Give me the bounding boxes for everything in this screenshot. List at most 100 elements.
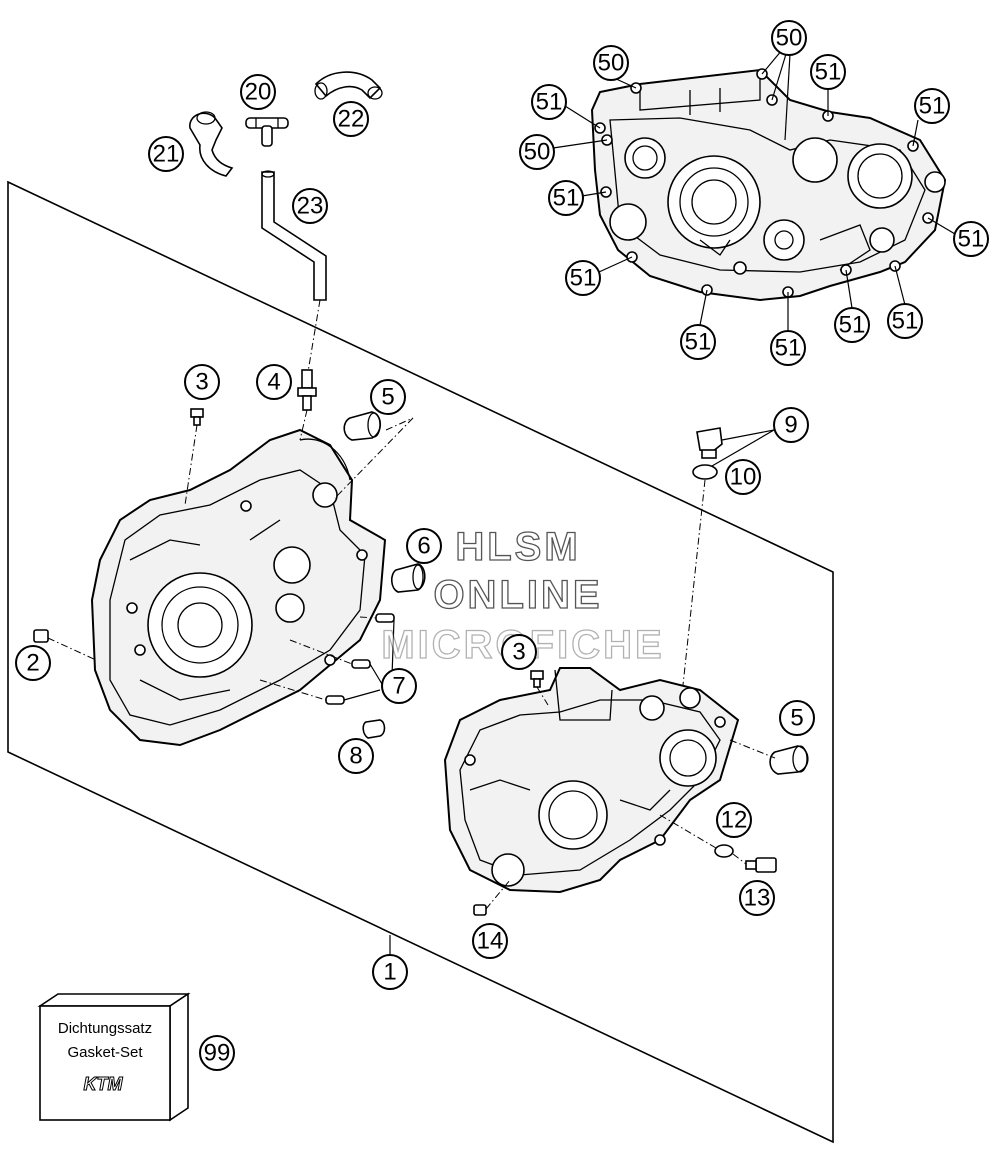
leader-7a bbox=[391, 619, 395, 677]
lead-line-4 bbox=[299, 409, 308, 441]
callout-51-b: 51 bbox=[810, 54, 846, 90]
watermark-line2: ONLINE bbox=[433, 573, 602, 617]
plug-9 bbox=[696, 427, 723, 459]
callout-51-g: 51 bbox=[834, 307, 870, 343]
o-ring-10 bbox=[692, 464, 718, 480]
svg-text:5: 5 bbox=[790, 705, 803, 732]
svg-text:51: 51 bbox=[839, 312, 866, 339]
callout-6: 6 bbox=[406, 528, 442, 564]
watermark-line1: HLSM bbox=[455, 525, 580, 569]
bushing-8 bbox=[362, 719, 386, 739]
svg-text:51: 51 bbox=[775, 335, 802, 362]
lead-line-5-left bbox=[385, 417, 414, 431]
svg-text:6: 6 bbox=[417, 533, 430, 560]
bolt-leaders bbox=[552, 49, 956, 330]
drain-plug-13 bbox=[745, 857, 777, 873]
callout-50-a: 50 bbox=[593, 45, 629, 81]
callout-51-a: 51 bbox=[531, 84, 567, 120]
lead-line-2 bbox=[47, 637, 97, 661]
svg-text:23: 23 bbox=[297, 193, 324, 220]
assembly-frame bbox=[7, 180, 834, 1144]
t-fitting-20 bbox=[245, 117, 289, 147]
lead-line-14 bbox=[485, 879, 511, 910]
callout-5-right: 5 bbox=[779, 700, 815, 736]
callout-22: 22 bbox=[333, 101, 369, 137]
callout-51-d: 51 bbox=[548, 180, 584, 216]
callout-51-f: 51 bbox=[565, 260, 601, 296]
fitting-4 bbox=[297, 369, 317, 411]
gasket-set-box: Dichtungssatz Gasket-Set KTM bbox=[37, 992, 191, 1122]
callouts: 1 2 3 3 4 5 5 6 7 8 9 10 12 13 14 20 21 … bbox=[15, 20, 989, 1071]
svg-text:51: 51 bbox=[685, 329, 712, 356]
sleeve-6 bbox=[390, 563, 426, 593]
callout-3-right: 3 bbox=[501, 634, 537, 670]
svg-text:22: 22 bbox=[338, 106, 365, 133]
lead-line-5-right bbox=[729, 739, 776, 759]
svg-text:12: 12 bbox=[721, 807, 748, 834]
callout-12: 12 bbox=[716, 802, 752, 838]
elbow-hose-22 bbox=[314, 71, 383, 100]
lead-line-10 bbox=[682, 479, 706, 686]
callout-99: 99 bbox=[199, 1035, 235, 1071]
bushing-5-right bbox=[769, 745, 809, 775]
svg-text:51: 51 bbox=[958, 226, 985, 253]
svg-text:10: 10 bbox=[730, 464, 757, 491]
bolt-3-left bbox=[190, 408, 204, 426]
svg-text:99: 99 bbox=[204, 1040, 231, 1067]
svg-text:51: 51 bbox=[553, 185, 580, 212]
washer-12 bbox=[714, 844, 734, 858]
lead-line-12 bbox=[659, 814, 717, 849]
leader-7b bbox=[369, 663, 383, 685]
svg-text:51: 51 bbox=[919, 93, 946, 120]
callout-7: 7 bbox=[381, 668, 417, 704]
gasket-label-de: Dichtungssatz bbox=[58, 1020, 152, 1037]
ktm-logo: KTM bbox=[84, 1074, 124, 1094]
callout-23: 23 bbox=[292, 188, 328, 224]
leader-7c bbox=[343, 689, 381, 701]
callout-50-c: 50 bbox=[519, 134, 555, 170]
svg-text:13: 13 bbox=[744, 885, 771, 912]
svg-text:3: 3 bbox=[195, 369, 208, 396]
bolt-3-right bbox=[530, 670, 544, 688]
svg-text:3: 3 bbox=[512, 639, 525, 666]
right-crankcase-half bbox=[443, 667, 740, 894]
gasket-label-en: Gasket-Set bbox=[67, 1044, 143, 1061]
callout-51-i: 51 bbox=[680, 324, 716, 360]
callout-13: 13 bbox=[739, 880, 775, 916]
svg-text:1: 1 bbox=[383, 959, 396, 986]
callout-1: 1 bbox=[372, 954, 408, 990]
lead-line-13 bbox=[732, 853, 747, 865]
callout-14: 14 bbox=[472, 923, 508, 959]
lead-line-7c bbox=[259, 679, 327, 701]
lead-line-7a bbox=[359, 616, 377, 619]
callout-9: 9 bbox=[773, 407, 809, 443]
left-crankcase-half bbox=[90, 428, 387, 747]
svg-text:50: 50 bbox=[524, 139, 551, 166]
svg-text:4: 4 bbox=[267, 369, 280, 396]
callout-51-c: 51 bbox=[914, 88, 950, 124]
lead-line-23-4 bbox=[307, 299, 321, 373]
svg-text:51: 51 bbox=[536, 89, 563, 116]
lead-line-3-left bbox=[184, 424, 198, 506]
svg-text:5: 5 bbox=[381, 384, 394, 411]
breather-tube-23 bbox=[261, 170, 327, 301]
callout-10: 10 bbox=[725, 459, 761, 495]
svg-text:50: 50 bbox=[776, 25, 803, 52]
svg-text:51: 51 bbox=[570, 265, 597, 292]
svg-text:21: 21 bbox=[153, 141, 180, 168]
bushing-5-left bbox=[343, 411, 382, 441]
lead-line-5-left-b bbox=[334, 417, 414, 499]
callout-51-h: 51 bbox=[887, 303, 923, 339]
svg-text:51: 51 bbox=[892, 308, 919, 335]
svg-text:20: 20 bbox=[245, 79, 272, 106]
callout-3-left: 3 bbox=[184, 364, 220, 400]
callout-21: 21 bbox=[148, 136, 184, 172]
bolt-2 bbox=[33, 629, 49, 643]
svg-text:14: 14 bbox=[477, 928, 504, 955]
callout-51-j: 51 bbox=[770, 330, 806, 366]
svg-text:2: 2 bbox=[26, 650, 39, 677]
callout-8: 8 bbox=[338, 738, 374, 774]
callout-50-b: 50 bbox=[771, 20, 807, 56]
leader-10 bbox=[711, 429, 775, 467]
